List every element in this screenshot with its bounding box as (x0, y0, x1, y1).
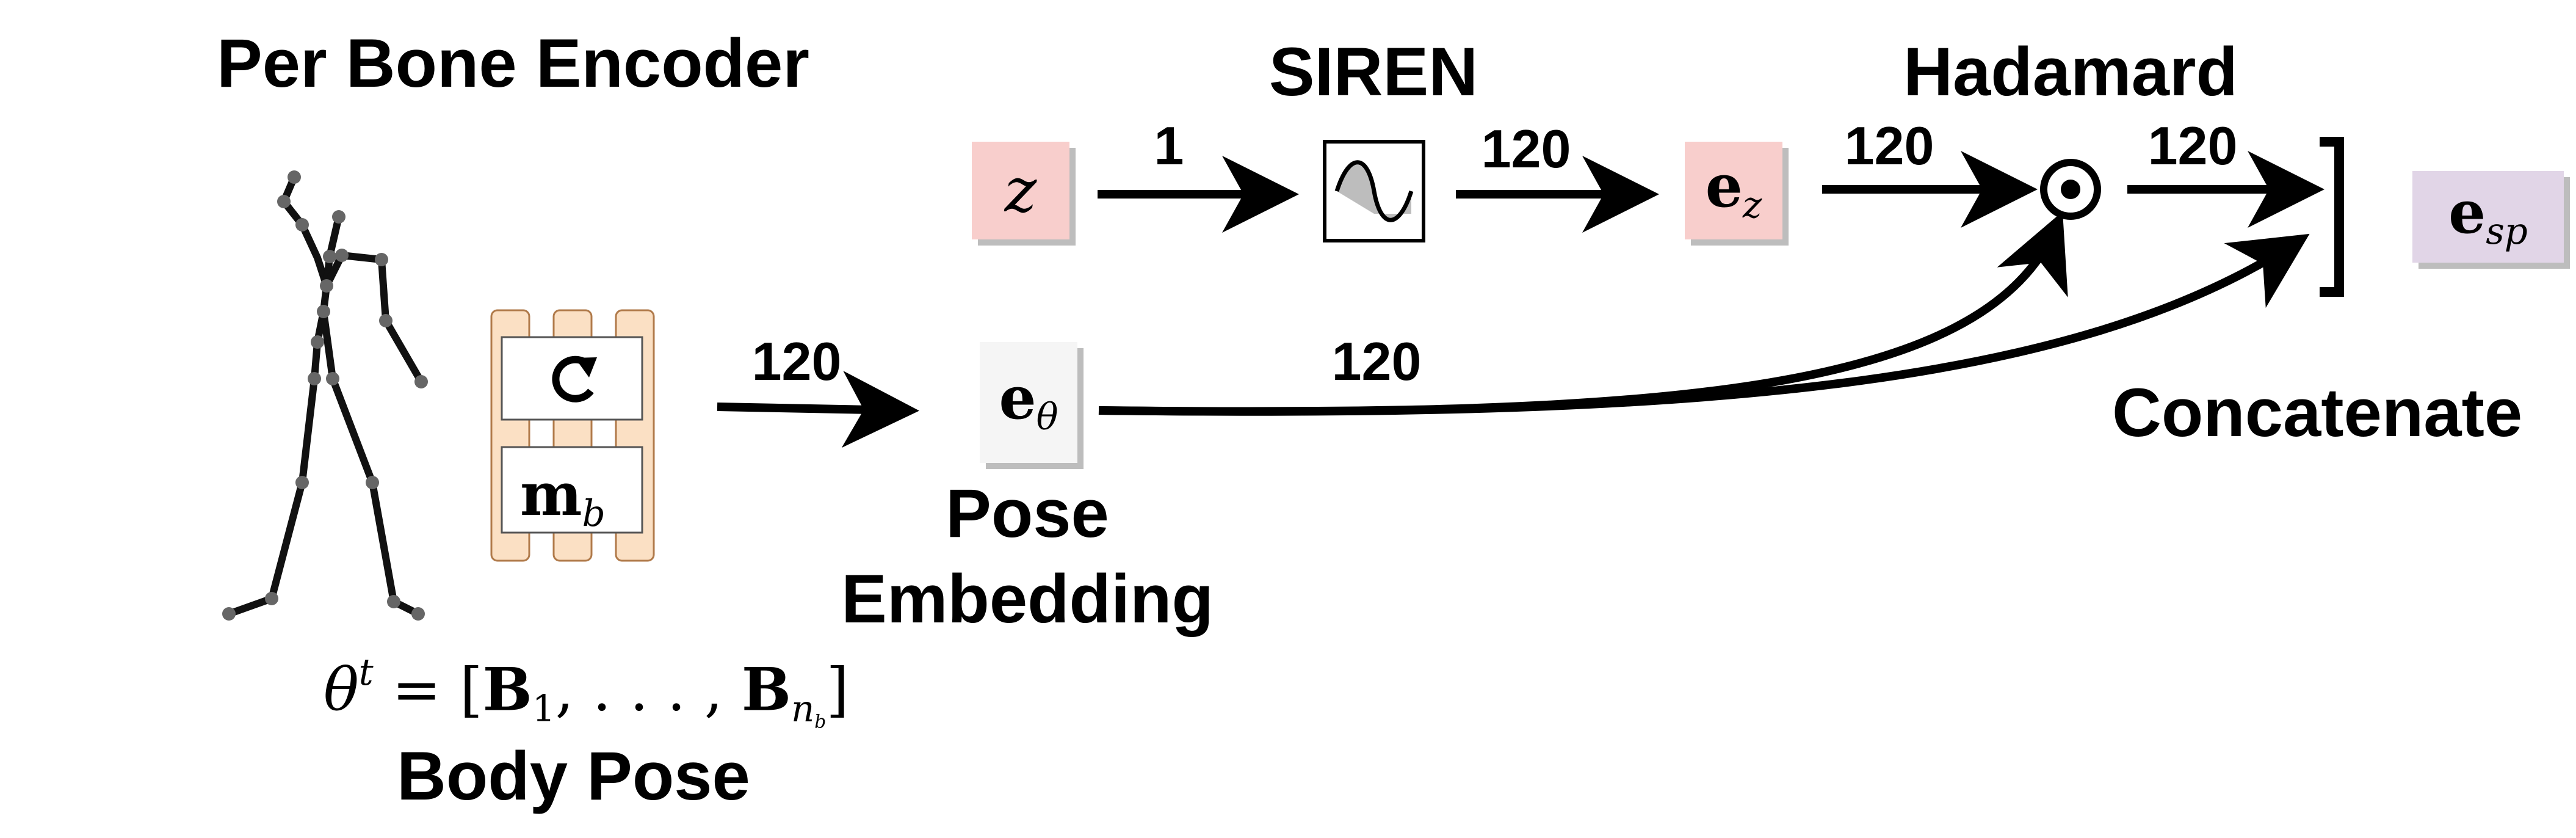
concat-bracket (2320, 137, 2344, 297)
edge-label-ez-hadamard: 120 (1844, 115, 1934, 176)
edge-label-encoder-etheta: 120 (751, 331, 842, 392)
arrow-etheta-to-hadamard (1098, 211, 2068, 416)
e-sp-symbol: esp (2448, 178, 2528, 253)
body-pose-formula: θt = [B1, . . . , Bnb] (324, 652, 849, 732)
e-z-symbol: ez (1705, 151, 1762, 227)
e-theta-symbol: eθ (999, 363, 1058, 439)
e-sp-box: esp (2412, 171, 2564, 263)
z-symbol: z (1004, 155, 1037, 226)
e-theta-box: eθ (980, 342, 1077, 463)
arrow-encoder-to-etheta (717, 371, 919, 448)
title-hadamard: Hadamard (1903, 34, 2238, 110)
skeleton-icon (222, 170, 428, 621)
edge-label-siren-ez: 120 (1481, 118, 1571, 179)
z-box: z (972, 142, 1069, 239)
label-concatenate: Concatenate (2112, 374, 2523, 451)
label-body-pose: Body Pose (397, 738, 750, 814)
hadamard-operator-icon (2040, 159, 2101, 220)
e-z-box: ez (1685, 142, 1782, 239)
siren-icon (1323, 140, 1425, 242)
rotate-icon (552, 355, 597, 403)
encoder-inner-boxes (501, 336, 643, 534)
edge-label-etheta-out: 120 (1331, 331, 1422, 392)
title-per-bone-encoder: Per Bone Encoder (217, 25, 809, 101)
m-b-symbol: mb (520, 460, 606, 535)
edge-label-hadamard-concat: 120 (2147, 115, 2238, 176)
arrow-etheta-to-concat (1098, 233, 2310, 416)
title-siren: SIREN (1268, 34, 1478, 110)
label-pose: Pose (946, 475, 1109, 552)
label-embedding: Embedding (841, 561, 1214, 637)
edge-label-z-siren: 1 (1154, 115, 1184, 176)
